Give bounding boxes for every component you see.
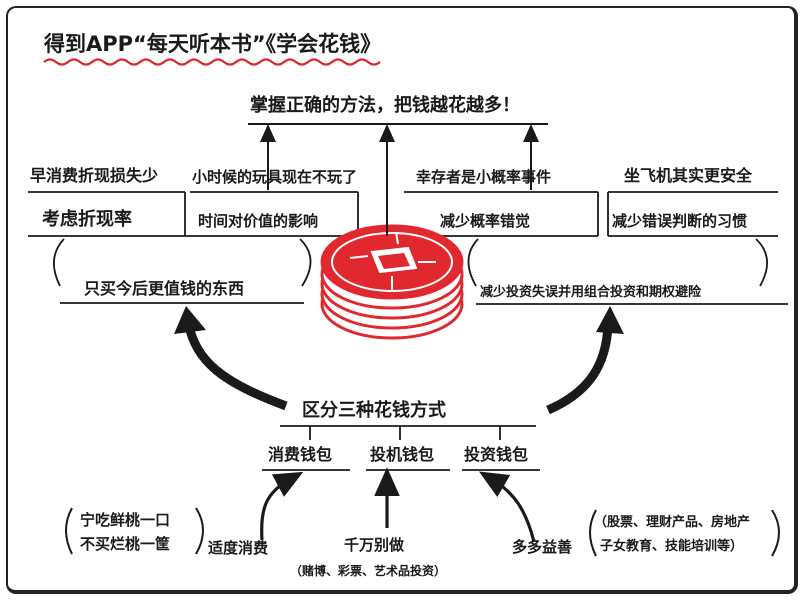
right-summary: 减少投资失误并用组合投资和期权避险 bbox=[480, 285, 702, 300]
consume-example-line1: 宁吃鲜桃一口 bbox=[80, 511, 171, 529]
consume-example-line2: 不买烂桃一筐 bbox=[80, 535, 171, 553]
center-lines bbox=[262, 425, 540, 471]
invest-example-line1: （股票、理财产品、房地产 bbox=[594, 515, 751, 530]
top-goal: 掌握正确的方法，把钱越花越多！ bbox=[250, 95, 520, 116]
coin-stack-illustration bbox=[320, 224, 464, 340]
title-wave-underline bbox=[43, 58, 381, 66]
right-branch-lines bbox=[404, 191, 788, 305]
consume-label: 适度消费 bbox=[208, 539, 269, 557]
left-branch-lines bbox=[28, 191, 359, 304]
right-item1-line2: 减少概率错觉 bbox=[440, 212, 531, 230]
right-arrow-head bbox=[596, 306, 624, 334]
right-item2-line1: 坐飞机其实更安全 bbox=[624, 166, 753, 185]
invest-label: 多多益善 bbox=[512, 538, 573, 556]
goal-arrows bbox=[260, 124, 539, 228]
speculate-example: （赌博、彩票、艺术品投资） bbox=[290, 564, 447, 578]
left-item1-line2: 考虑折现率 bbox=[42, 209, 132, 230]
left-curved-arrow bbox=[183, 321, 288, 411]
left-item1-line1: 早消费折现损失少 bbox=[30, 166, 159, 185]
center-title: 区分三种花钱方式 bbox=[302, 400, 446, 421]
left-item2-line1: 小时候的玩具现在不玩了 bbox=[192, 168, 358, 186]
page-title: 得到APP“每天听本书”《学会花钱》 bbox=[44, 32, 382, 56]
bottom-arrows bbox=[260, 467, 536, 543]
speculate-label: 千万别做 bbox=[344, 536, 405, 554]
left-arrow-head bbox=[174, 306, 206, 334]
right-curved-arrow bbox=[546, 325, 613, 415]
invest-example-line2: 子女教育、技能培训等） bbox=[600, 539, 744, 554]
wallet-speculate: 投机钱包 bbox=[370, 445, 435, 464]
right-item1-line1: 幸存者是小概率事件 bbox=[416, 168, 552, 186]
right-item2-line2: 减少错误判断的习惯 bbox=[612, 212, 748, 230]
left-summary: 只买今后更值钱的东西 bbox=[84, 279, 245, 298]
bottom-brackets bbox=[65, 507, 780, 557]
left-item2-line2: 时间对价值的影响 bbox=[198, 212, 319, 230]
wallet-invest: 投资钱包 bbox=[464, 445, 529, 464]
wallet-consume: 消费钱包 bbox=[268, 445, 333, 464]
